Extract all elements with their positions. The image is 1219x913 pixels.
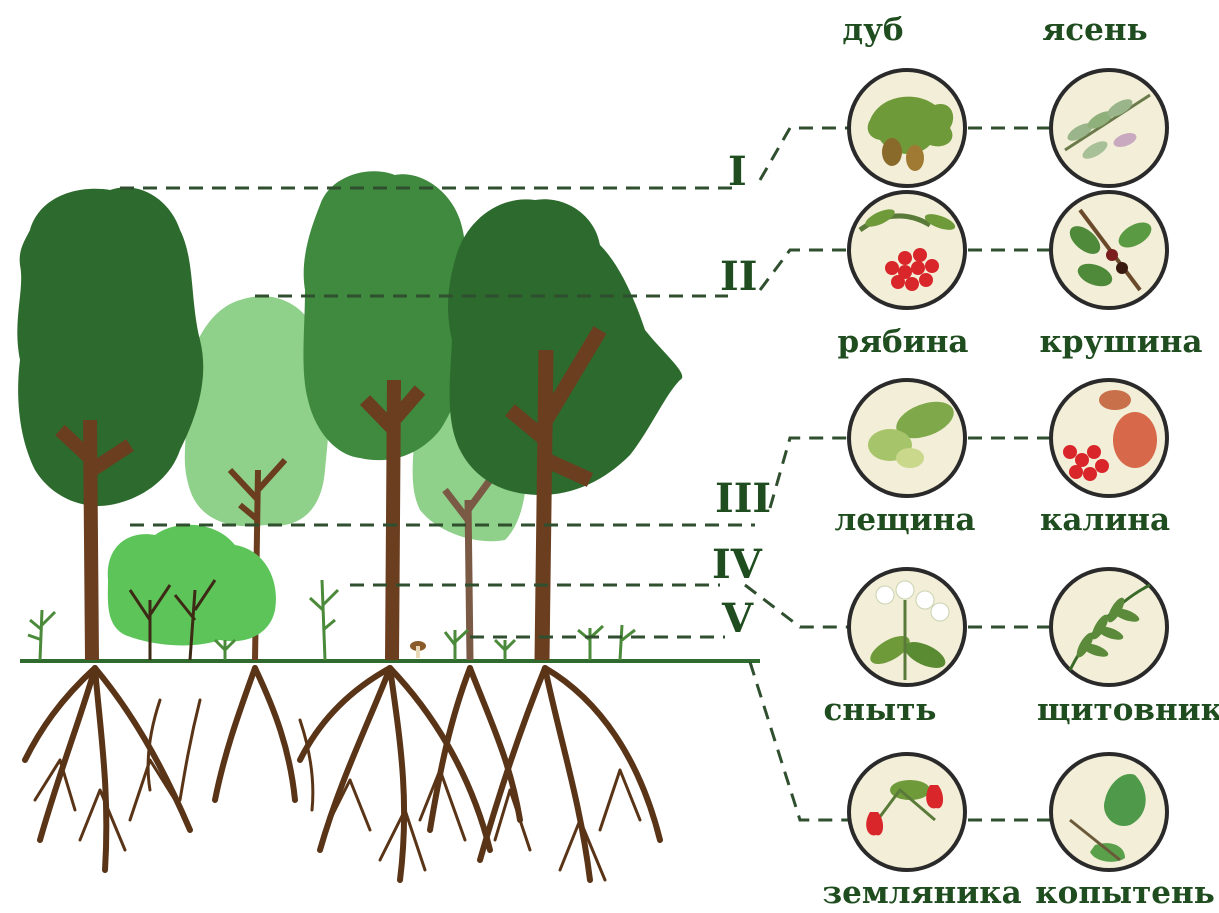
plant-label-ash: ясень [1042,12,1147,48]
plant-label-ground-elder: сныть [824,692,937,728]
plant-label-rowan: рябина [837,324,968,360]
viburnum-berries-icon [1051,380,1167,496]
root-system [25,668,660,880]
rowan-berries-icon [849,192,965,308]
tall-tree-right [448,199,682,660]
plant-label-buckthorn: крушина [1040,324,1203,360]
plant-label-oak: дуб [842,12,903,48]
ash-leaf-icon [1051,70,1167,186]
tall-tree-center [303,171,465,660]
plant-label-viburnum: калина [1040,502,1170,538]
plant-label-hazel: лещина [835,502,976,538]
tier-label-1: I [728,148,747,195]
hazel-nut-icon [849,380,965,496]
ground-elder-icon [849,569,965,685]
plant-label-strawberry: земляника [822,875,1021,911]
plant-label-fern: щитовник [1037,692,1219,728]
mushroom-icon [410,641,426,658]
tier-label-4: IV [712,541,763,588]
tier-label-3: III [715,475,771,522]
plant-label-wild-ginger: копытень [1035,875,1215,911]
tier-label-5: V [721,595,754,642]
fern-icon [1051,569,1167,685]
buckthorn-icon [1051,192,1167,308]
oak-leaf-acorn-icon [849,70,965,186]
strawberry-icon [849,754,965,870]
tier-label-2: II [720,253,757,300]
wild-ginger-icon [1051,754,1167,870]
bush-left [108,525,276,660]
